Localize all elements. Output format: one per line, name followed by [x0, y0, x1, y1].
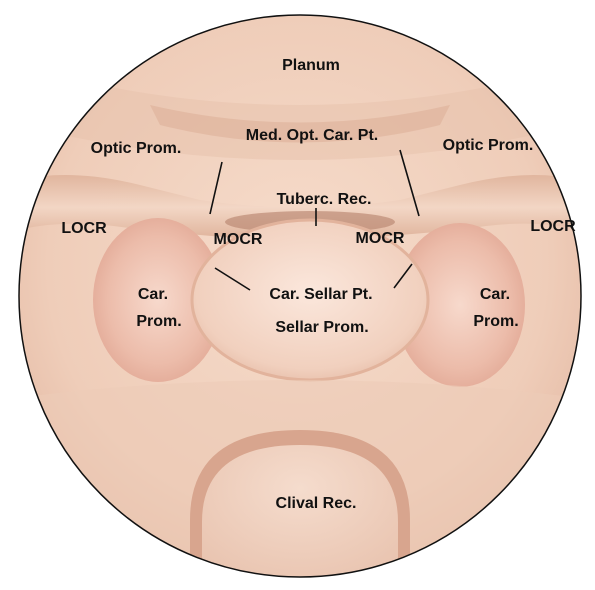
label-planum: Planum	[282, 57, 340, 74]
label-med-opt-car-pt: Med. Opt. Car. Pt.	[246, 127, 378, 144]
label-locr-left: LOCR	[61, 220, 107, 237]
label-sellar-prom: Sellar Prom.	[275, 319, 368, 336]
label-car-prom-right-line2: Prom.	[473, 313, 518, 330]
label-clival-rec: Clival Rec.	[276, 495, 357, 512]
label-mocr-right: MOCR	[356, 230, 405, 247]
label-mocr-left: MOCR	[214, 231, 263, 248]
label-car-prom-right-line1: Car.	[480, 286, 510, 303]
label-car-prom-left-line2: Prom.	[136, 313, 181, 330]
label-optic-prom-left: Optic Prom.	[91, 140, 182, 157]
label-tuberc-rec: Tuberc. Rec.	[277, 191, 372, 208]
label-optic-prom-right: Optic Prom.	[443, 137, 534, 154]
label-car-sellar-pt: Car. Sellar Pt.	[269, 286, 372, 303]
label-locr-right: LOCR	[530, 218, 576, 235]
label-car-prom-left-line1: Car.	[138, 286, 168, 303]
